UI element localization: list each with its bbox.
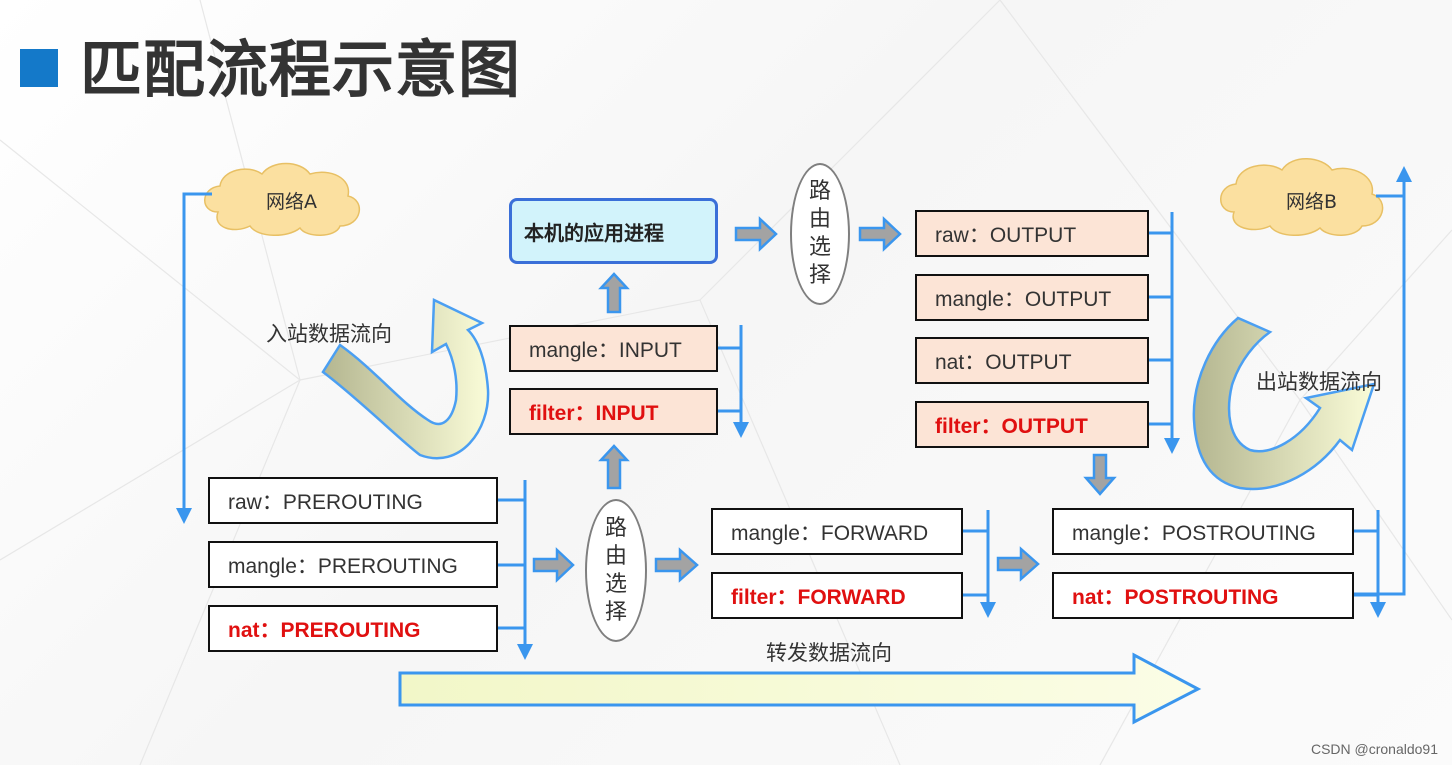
cloud-network-b: [1220, 158, 1384, 236]
route-char: 由: [808, 207, 831, 232]
route-fat-arrows: [532, 216, 1117, 583]
chain-filter-output: filter：OUTPUT: [915, 401, 1149, 448]
chain-raw-output: raw：OUTPUT: [915, 210, 1149, 257]
chain-label: mangle：INPUT: [529, 338, 682, 362]
chain-label: mangle：OUTPUT: [935, 287, 1112, 311]
chain-label: raw：OUTPUT: [935, 223, 1077, 247]
chain-label: filter：OUTPUT: [935, 414, 1088, 438]
forward-flow-arrow: [398, 652, 1202, 725]
chain-filter-forward: filter：FORWARD: [711, 572, 963, 619]
chain-label: nat：OUTPUT: [935, 350, 1072, 374]
network-a-label: 网络A: [266, 191, 317, 213]
route-char: 路: [604, 515, 627, 541]
chain-filter-input: filter：INPUT: [509, 388, 718, 435]
chain-label: mangle：FORWARD: [731, 521, 929, 545]
chain-mangle-prerouting: mangle：PREROUTING: [208, 541, 498, 588]
chain-label: filter：INPUT: [529, 401, 659, 425]
chain-label: raw：PREROUTING: [228, 490, 423, 514]
page-title: 匹配流程示意图: [80, 33, 522, 106]
local-application-process: 本机的应用进程: [509, 198, 718, 264]
route-char: 路: [808, 179, 831, 204]
route-char: 选: [808, 235, 831, 260]
chain-nat-output: nat：OUTPUT: [915, 337, 1149, 384]
chain-label: nat：PREROUTING: [228, 618, 421, 642]
outbound-flow-arrow: [1192, 316, 1376, 491]
route-selection-top: 路 由 选 择: [790, 163, 850, 305]
chain-mangle-input: mangle：INPUT: [509, 325, 718, 372]
inbound-flow-arrow: [321, 298, 490, 460]
route-char: 由: [604, 543, 627, 569]
title-marker: [20, 49, 58, 87]
chain-mangle-forward: mangle：FORWARD: [711, 508, 963, 555]
chain-label: mangle：POSTROUTING: [1072, 521, 1316, 545]
forward-flow-label: 转发数据流向: [766, 641, 892, 665]
outbound-flow-label: 出站数据流向: [1256, 370, 1382, 394]
chain-link-heads: [176, 166, 1412, 660]
chain-nat-prerouting: nat：PREROUTING: [208, 605, 498, 652]
cloud-network-a: [204, 162, 361, 236]
watermark: CSDN @cronaldo91: [1310, 741, 1438, 757]
chain-link-lines: [182, 178, 1406, 646]
chain-label: nat：POSTROUTING: [1072, 585, 1279, 609]
route-char: 择: [808, 263, 831, 288]
chain-raw-prerouting: raw：PREROUTING: [208, 477, 498, 524]
inbound-flow-label: 入站数据流向: [266, 322, 392, 346]
chain-mangle-postrouting: mangle：POSTROUTING: [1052, 508, 1354, 555]
route-char: 选: [604, 571, 627, 597]
chain-label: mangle：PREROUTING: [228, 554, 458, 578]
chain-nat-postrouting: nat：POSTROUTING: [1052, 572, 1354, 619]
local-application-label: 本机的应用进程: [524, 220, 664, 245]
route-char: 择: [604, 599, 627, 625]
network-b-label: 网络B: [1286, 191, 1338, 213]
chain-label: filter：FORWARD: [731, 585, 906, 609]
route-selection-bottom: 路 由 选 择: [585, 499, 647, 642]
chain-mangle-output: mangle：OUTPUT: [915, 274, 1149, 321]
